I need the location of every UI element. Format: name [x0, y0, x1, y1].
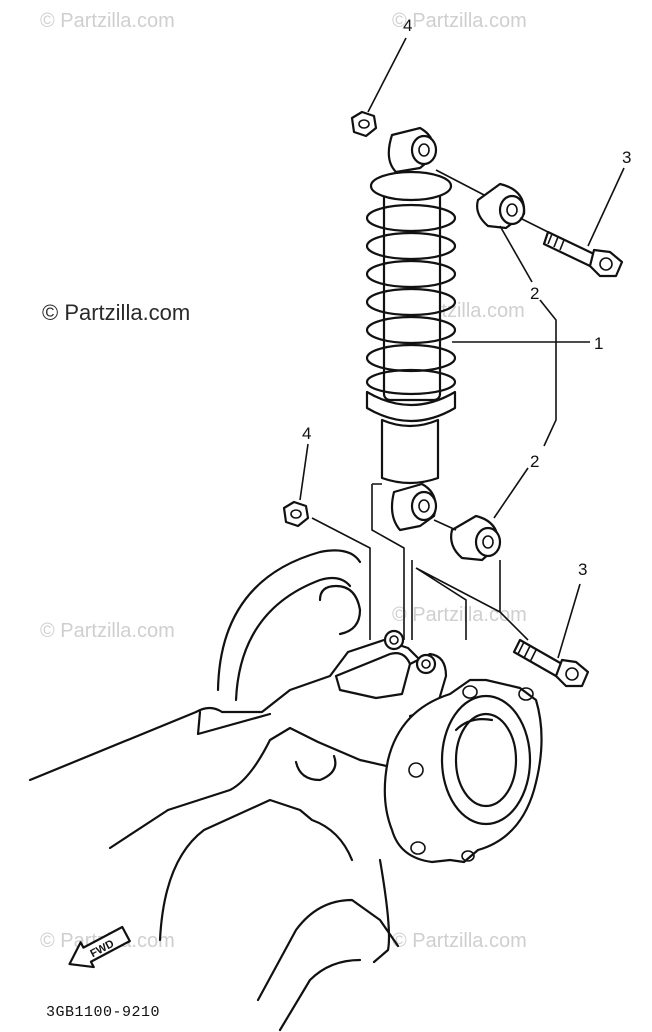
- watermark-mid-left: © Partzilla.com: [40, 620, 175, 642]
- leader-upper-bolt: [587, 167, 625, 247]
- upper-bolt[interactable]: [542, 230, 624, 278]
- watermark-top-left: © Partzilla.com: [40, 10, 175, 32]
- guide-upper-eye: [435, 169, 487, 197]
- upper-collar[interactable]: [476, 182, 526, 230]
- leader-upper-nut: [367, 37, 407, 113]
- upper-nut[interactable]: [350, 110, 378, 138]
- fwd-arrow: FWD: [68, 925, 131, 969]
- collar-grouping-bracket: [539, 299, 557, 447]
- guide-lower-eye: [433, 519, 457, 531]
- lower-nut[interactable]: [282, 500, 310, 528]
- callout-upper-bolt: 3: [622, 148, 632, 167]
- callout-upper-nut: 4: [403, 16, 413, 35]
- shock-lower-eye[interactable]: [390, 482, 438, 532]
- watermark-mid-right: © Partzilla.com: [392, 604, 527, 626]
- watermark-center-left: © Partzilla.com: [42, 300, 191, 325]
- leader-upper-collar: [499, 225, 533, 283]
- lower-collar[interactable]: [450, 514, 502, 562]
- rear-axle-housing[interactable]: [28, 549, 448, 1032]
- leader-lower-bolt: [557, 583, 581, 659]
- shock-upper-eye[interactable]: [387, 126, 438, 174]
- leader-lower-nut: [299, 443, 309, 501]
- watermark-bottom-right: © Partzilla.com: [392, 930, 527, 952]
- callout-shock-absorber: 1: [594, 334, 604, 353]
- assembly-guide-lines: [311, 483, 529, 641]
- wheel-hub[interactable]: [383, 678, 543, 864]
- callout-upper-collar: 2: [530, 284, 540, 303]
- shock-mount-tabs[interactable]: [383, 629, 437, 675]
- lower-bolt[interactable]: [512, 638, 590, 688]
- callout-lower-bolt: 3: [578, 560, 588, 579]
- watermark-top-right: © Partzilla.com: [392, 10, 527, 32]
- diagram-code: 3GB1100-9210: [46, 1004, 161, 1021]
- callout-lower-collar: 2: [530, 452, 540, 471]
- shock-body[interactable]: [380, 418, 440, 485]
- leader-lower-collar: [493, 467, 529, 519]
- coil-spring[interactable]: [365, 170, 457, 423]
- guide-collar-bolt: [519, 217, 549, 233]
- callout-lower-nut: 4: [302, 424, 312, 443]
